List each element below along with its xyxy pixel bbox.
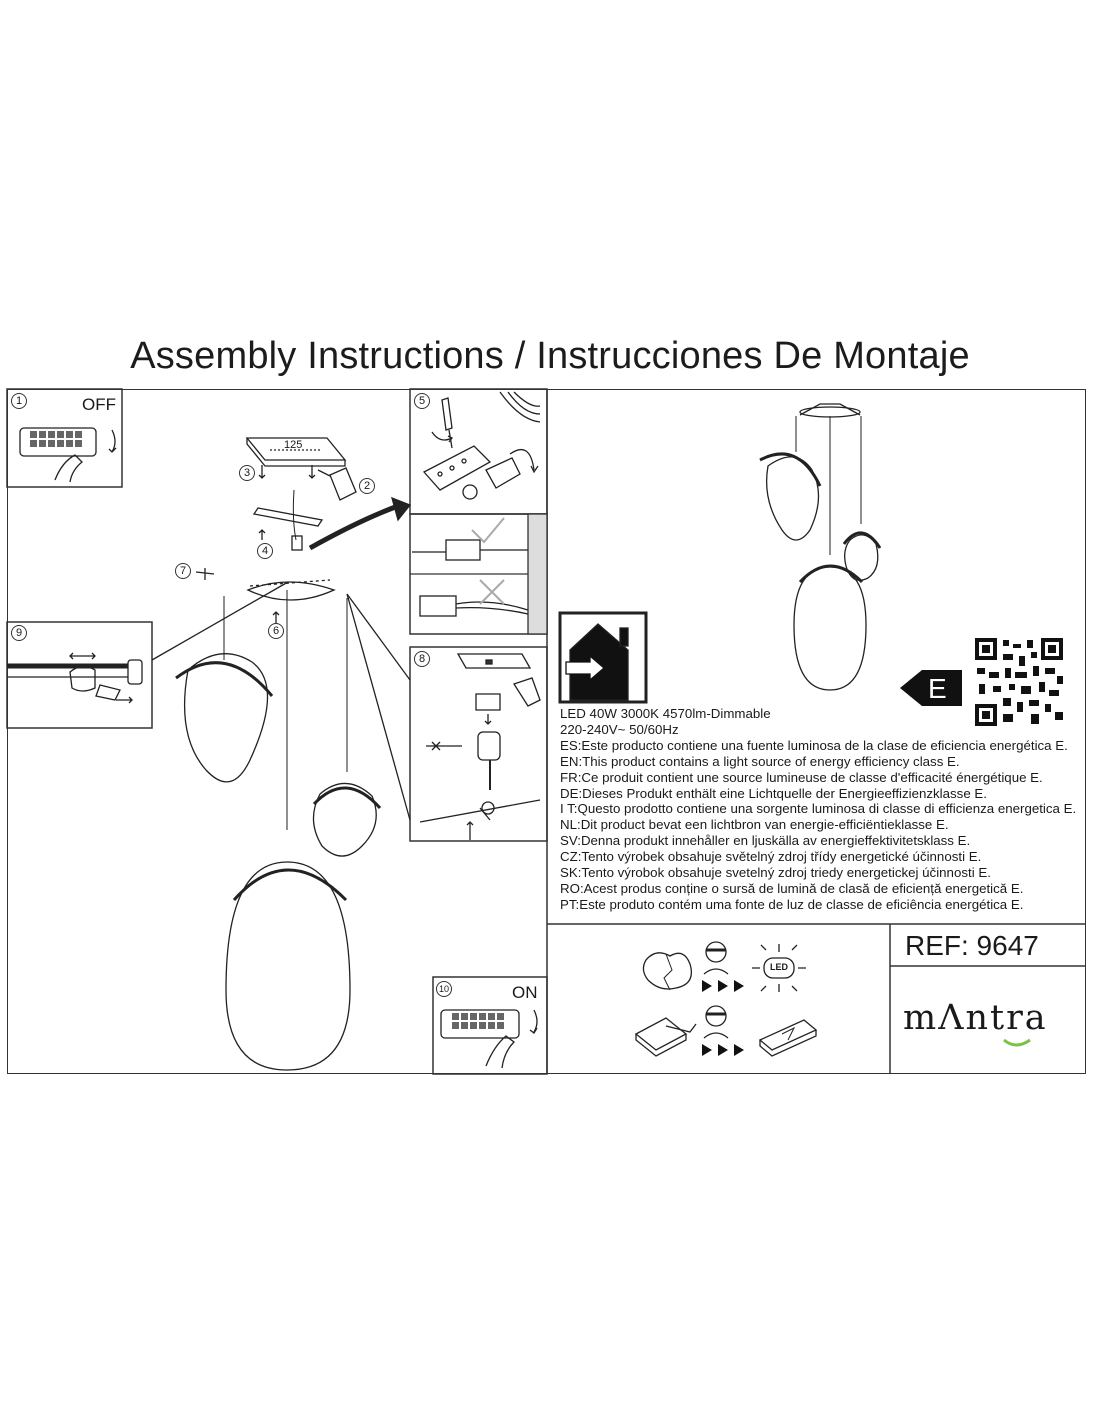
drill-icon — [317, 467, 357, 501]
product-specs: LED 40W 3000K 4570lm-Dimmable 220-240V~ … — [560, 706, 1080, 913]
led-label: LED — [770, 962, 788, 972]
led-icon — [752, 944, 806, 992]
statement-en: EN:This product contains a light source … — [560, 753, 960, 769]
product-illustration — [759, 403, 882, 691]
on-label: ON — [512, 983, 538, 1002]
wiring-incorrect — [419, 579, 529, 617]
wiring-correct — [412, 517, 528, 561]
house-indoor-icon — [558, 611, 648, 704]
ceiling-plate-icon — [245, 437, 347, 467]
qr-code-icon — [975, 638, 1063, 726]
step10-switch-on-box — [432, 976, 548, 1075]
step8-fixing-box — [409, 646, 548, 842]
statement-fr: FR:Ce produit contient une source lumine… — [560, 769, 1043, 785]
driver-old-icon — [634, 1017, 697, 1057]
statement-nl: NL:Dit product bevat een lichtbron van e… — [560, 817, 949, 833]
brand-logo: mΛntra — [903, 998, 1048, 1038]
statement-ro: RO:Acest produs conține o sursă de lumin… — [560, 880, 1024, 896]
page-title: Assembly Instructions / Instrucciones De… — [130, 335, 970, 377]
step5-wiring-box — [409, 388, 548, 515]
switch-on-icon — [440, 1009, 538, 1069]
step-4-label: 4 — [257, 543, 273, 559]
energy-class-letter: E — [928, 673, 947, 704]
spec-line-1: LED 40W 3000K 4570lm-Dimmable — [560, 706, 771, 721]
terminal-block-icon — [422, 445, 521, 500]
dimension-label: 125 — [284, 439, 303, 451]
step-7-label: 7 — [175, 563, 191, 579]
energy-label-arrow-icon — [900, 670, 962, 706]
off-label: OFF — [82, 395, 116, 414]
statement-es: ES:Este producto contiene una fuente lum… — [560, 737, 1068, 753]
statement-sk: SK:Tento výrobok obsahuje svetelný zdroj… — [560, 865, 991, 881]
statement-it: I T:Questo prodotto contiene una sorgent… — [560, 801, 1077, 817]
step-10-label: 10 — [436, 981, 452, 997]
statement-pt: PT:Este produto contém uma fonte de luz … — [560, 896, 1024, 912]
driver-icon — [758, 1019, 818, 1057]
step-3-label: 3 — [239, 465, 255, 481]
spec-line-2: 220-240V~ 50/60Hz — [560, 721, 679, 737]
reference-number: REF: 9647 — [905, 930, 1039, 961]
cross-icon — [479, 579, 505, 605]
brand-smile — [1003, 1038, 1031, 1047]
statement-de: DE:Dieses Produkt enthält eine Lichtquel… — [560, 785, 987, 801]
broken-led-icon — [642, 952, 693, 991]
screwdriver-icon — [431, 397, 453, 449]
checkmark-icon — [471, 517, 505, 544]
technician-icon-2 — [703, 1005, 729, 1039]
step-1-label: 1 — [11, 393, 27, 409]
switch-off-icon — [19, 427, 117, 483]
step-2-label: 2 — [359, 478, 375, 494]
step1-switch-off-box — [6, 388, 123, 488]
technician-icon — [703, 941, 729, 975]
step-8-label: 8 — [414, 651, 430, 667]
statement-cz: CZ:Tento výrobek obsahuje světelný zdroj… — [560, 849, 982, 865]
step-9-label: 9 — [11, 625, 27, 641]
step-6-label: 6 — [268, 623, 284, 639]
statement-sv: SV:Denna produkt innehåller en ljuskälla… — [560, 833, 971, 849]
step-5-label: 5 — [414, 393, 430, 409]
step9-cleaning-box — [6, 621, 153, 729]
play-arrows — [702, 980, 744, 1056]
wiring-check-box — [409, 513, 548, 635]
